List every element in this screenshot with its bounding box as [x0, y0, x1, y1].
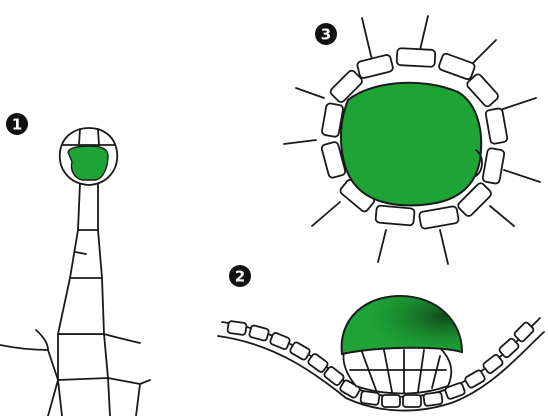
stalk: [58, 183, 104, 334]
glandular-head: [60, 128, 117, 185]
marker-1: 1: [6, 113, 28, 135]
marker-2: 2: [229, 265, 251, 287]
svg-text:2: 2: [235, 268, 245, 286]
stalked-gland-panel: 1: [0, 113, 150, 416]
stippled-shading: [342, 296, 462, 354]
marker-3: 3: [315, 23, 337, 45]
svg-text:3: 3: [321, 26, 331, 44]
internal-gland-panel: 3: [284, 16, 540, 264]
gland-basal-cells: [344, 346, 452, 394]
svg-text:1: 1: [12, 116, 22, 134]
secretory-cavity: [341, 83, 481, 206]
sunken-gland-panel: 2: [218, 265, 544, 411]
secretory-cells: [68, 146, 108, 180]
base-epidermal-cells: [0, 330, 150, 416]
